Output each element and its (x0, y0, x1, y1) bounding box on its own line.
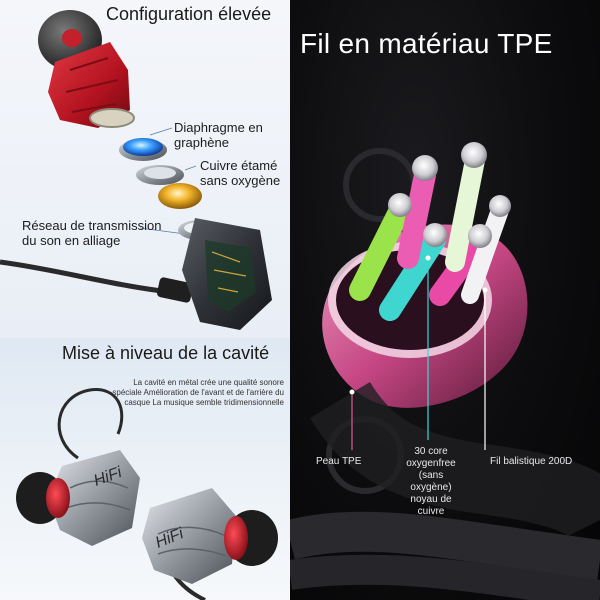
tpe-title: Fil en matériau TPE (300, 28, 553, 59)
cavity-panel: HiFi HiFi (0, 338, 290, 600)
ballistic-label: Fil balistique 200D (490, 456, 573, 467)
cable-connector (157, 277, 193, 303)
pink-strand (397, 164, 436, 269)
cavity-description: La cavité en métal crée une qualité sono… (112, 378, 284, 407)
exploded-earbud-illustration (0, 10, 272, 330)
left-earbud-shell (48, 450, 140, 546)
right-earbud-shell (142, 488, 236, 584)
graphene-diaphragm (123, 138, 163, 156)
circuit-board (205, 240, 256, 312)
earbuds-illustration: HiFi HiFi (16, 388, 278, 600)
exploded-view-panel: Configuration élevée Diaphragme en graph… (0, 0, 290, 338)
skin-label: Peau TPE (316, 456, 362, 467)
cable (0, 259, 171, 295)
left-red-nozzle (46, 478, 70, 518)
core-label: 30 core oxygenfree (sans oxygène) noyau … (406, 446, 456, 517)
cable-cross-section-illustration (290, 142, 600, 600)
diaphragm-label: Diaphragme en graphène (174, 120, 263, 150)
copper-coil (158, 183, 202, 209)
silver-strand (461, 201, 509, 304)
cable-panel (290, 0, 600, 600)
cyan-strand (379, 229, 446, 321)
right-red-nozzle (224, 516, 248, 560)
network-label: Réseau de transmission du son en alliage (22, 218, 162, 248)
braided-cable (309, 381, 600, 540)
copper-label: Cuivre étamé sans oxygène (200, 158, 281, 188)
cavity-title: Mise à niveau de la cavité (62, 343, 270, 363)
green-strand (349, 199, 411, 301)
config-title: Configuration élevée (106, 4, 272, 24)
brass-ring (89, 108, 135, 128)
white-strand (445, 150, 485, 272)
red-shell (48, 42, 130, 128)
ear-tip-nozzle (62, 29, 82, 47)
